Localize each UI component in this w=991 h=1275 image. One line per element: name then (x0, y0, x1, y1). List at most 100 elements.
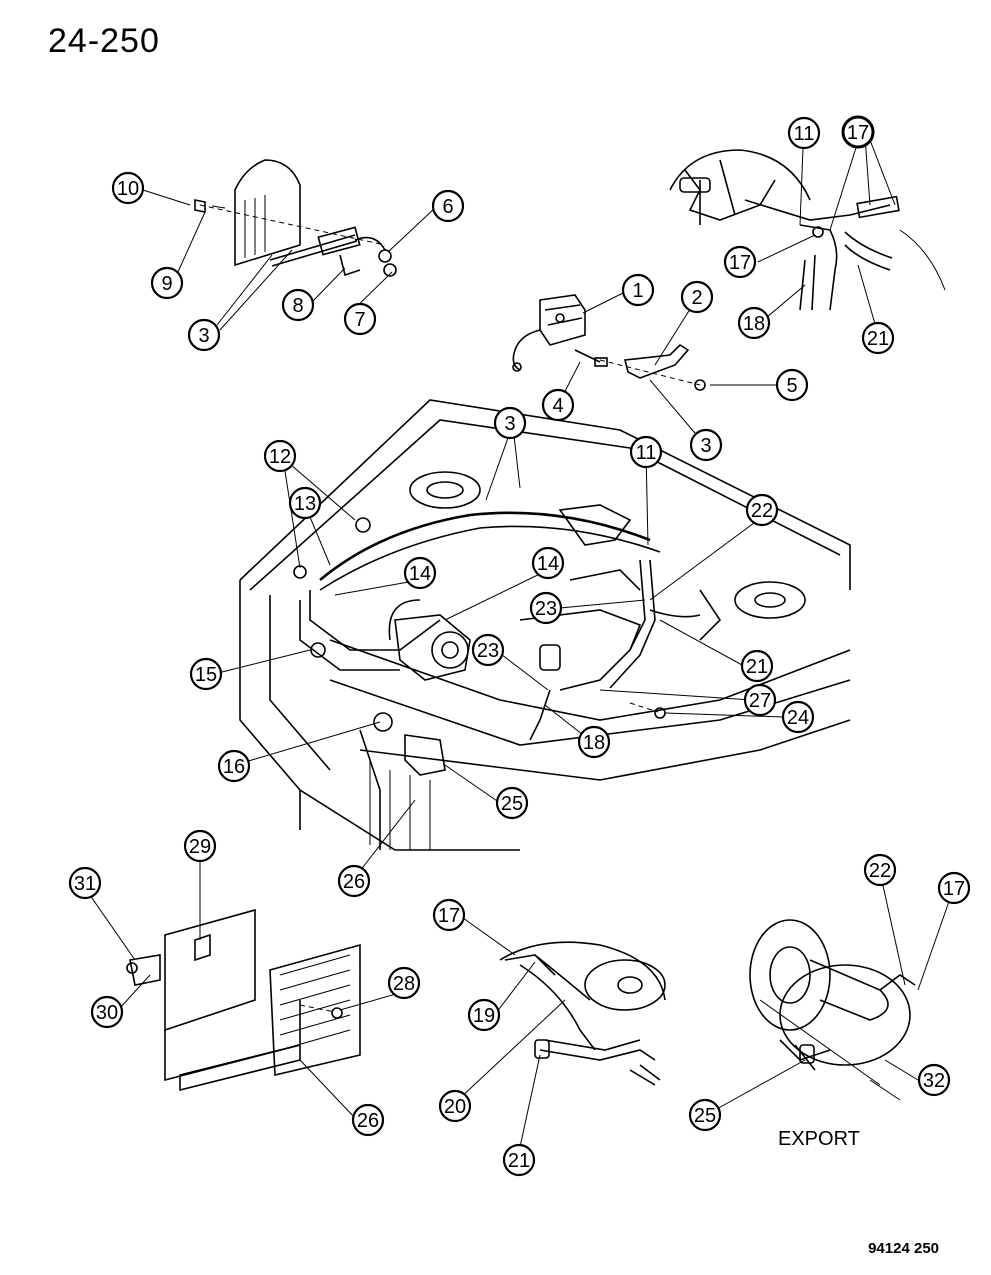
svg-text:23: 23 (477, 640, 499, 662)
detail-top-left (194, 159, 397, 277)
callout-22-bottom: 22 (863, 853, 897, 887)
svg-text:17: 17 (438, 905, 460, 927)
callout-9: 9 (150, 266, 184, 300)
leader-lines (84, 134, 954, 1148)
svg-text:29: 29 (189, 836, 211, 858)
callout-12: 12 (263, 439, 297, 473)
callout-22-main: 22 (745, 493, 779, 527)
callout-17-bottom-center: 17 (432, 898, 466, 932)
svg-text:21: 21 (508, 1150, 530, 1172)
svg-text:6: 6 (442, 196, 453, 218)
callout-28: 28 (387, 966, 421, 1000)
svg-text:11: 11 (636, 442, 657, 464)
callout-25-bottom: 25 (688, 1098, 722, 1132)
svg-text:17: 17 (729, 252, 751, 274)
svg-text:15: 15 (195, 664, 217, 686)
page-code: 24-250 (48, 22, 160, 60)
engine-bay-illustration (239, 399, 851, 851)
callout-25-main: 25 (495, 786, 529, 820)
svg-text:22: 22 (751, 500, 773, 522)
callout-29: 29 (183, 829, 217, 863)
callout-5: 5 (775, 368, 809, 402)
callout-15: 15 (189, 657, 223, 691)
svg-text:22: 22 (869, 860, 891, 882)
svg-text:4: 4 (552, 395, 563, 417)
callout-24: 24 (781, 700, 815, 734)
svg-text:14: 14 (409, 563, 431, 585)
callout-21-main: 21 (740, 649, 774, 683)
callout-14-right: 14 (531, 546, 565, 580)
callout-4: 4 (541, 388, 575, 422)
svg-text:9: 9 (161, 273, 172, 295)
svg-text:17: 17 (847, 122, 869, 144)
svg-text:26: 26 (343, 871, 365, 893)
svg-text:26: 26 (357, 1110, 379, 1132)
svg-text:28: 28 (393, 973, 415, 995)
callout-23-lower: 23 (471, 633, 505, 667)
detail-bottom-center (499, 941, 666, 1086)
svg-text:32: 32 (923, 1070, 945, 1092)
svg-text:19: 19 (473, 1005, 495, 1027)
svg-text:24: 24 (787, 707, 809, 729)
callout-19: 19 (467, 998, 501, 1032)
callout-17-bottom-right: 17 (937, 871, 971, 905)
svg-text:25: 25 (694, 1105, 716, 1127)
callout-27: 27 (743, 683, 777, 717)
callout-17-top: 17 (841, 115, 875, 149)
svg-text:12: 12 (269, 446, 291, 468)
callout-6: 6 (431, 189, 465, 223)
callout-11-main: 11 (629, 435, 663, 469)
callout-32: 32 (917, 1063, 951, 1097)
svg-text:31: 31 (74, 873, 96, 895)
svg-text:18: 18 (583, 732, 605, 754)
callout-26-bottom: 26 (351, 1103, 385, 1137)
svg-text:21: 21 (746, 656, 768, 678)
svg-text:3: 3 (700, 435, 711, 457)
svg-text:16: 16 (223, 756, 245, 778)
svg-text:2: 2 (691, 287, 702, 309)
callout-31: 31 (68, 866, 102, 900)
svg-text:3: 3 (198, 325, 209, 347)
callout-23-upper: 23 (529, 591, 563, 625)
callout-21-top: 21 (861, 321, 895, 355)
svg-text:14: 14 (537, 553, 559, 575)
detail-bottom-right (749, 919, 916, 1101)
svg-text:8: 8 (292, 295, 303, 317)
callout-21-bottom: 21 (502, 1143, 536, 1177)
callout-18-main: 18 (577, 725, 611, 759)
export-label: EXPORT (778, 1128, 860, 1150)
callout-3-center: 3 (689, 428, 723, 462)
callout-16: 16 (217, 749, 251, 783)
svg-text:27: 27 (749, 690, 771, 712)
callout-7: 7 (343, 302, 377, 336)
callout-18-top: 18 (737, 306, 771, 340)
svg-text:21: 21 (867, 328, 889, 350)
callout-3-main: 3 (493, 406, 527, 440)
svg-text:17: 17 (943, 878, 965, 900)
callout-10: 10 (111, 171, 145, 205)
callout-14-left: 14 (403, 556, 437, 590)
callout-20: 20 (438, 1089, 472, 1123)
callout-11-top: 11 (787, 116, 821, 150)
svg-text:11: 11 (794, 123, 815, 145)
callout-3: 3 (187, 318, 221, 352)
callout-26-main: 26 (337, 864, 371, 898)
svg-text:23: 23 (535, 598, 557, 620)
detail-bottom-left (126, 908, 361, 1092)
svg-text:20: 20 (444, 1096, 466, 1118)
doc-number: 94124 250 (868, 1240, 939, 1257)
callout-2: 2 (680, 280, 714, 314)
detail-center-top (512, 294, 706, 391)
callout-8: 8 (281, 288, 315, 322)
svg-text:10: 10 (117, 178, 139, 200)
callout-13: 13 (288, 486, 322, 520)
callout-30: 30 (90, 995, 124, 1029)
detail-top-right (669, 149, 946, 311)
callout-17-mid: 17 (723, 245, 757, 279)
svg-text:30: 30 (96, 1002, 118, 1024)
svg-text:25: 25 (501, 793, 523, 815)
callout-1: 1 (621, 273, 655, 307)
svg-text:13: 13 (294, 493, 316, 515)
svg-text:7: 7 (354, 309, 365, 331)
